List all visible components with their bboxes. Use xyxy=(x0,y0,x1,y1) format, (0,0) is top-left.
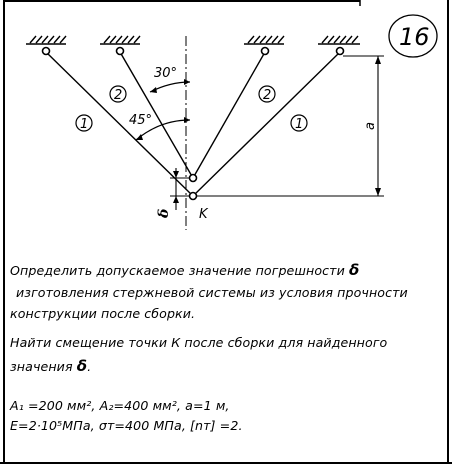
svg-text:16: 16 xyxy=(399,23,430,51)
svg-text:2: 2 xyxy=(263,88,271,103)
delta-symbol-2: δ xyxy=(76,357,88,375)
angle-45-label: 45° xyxy=(129,113,152,128)
support-left-1 xyxy=(26,35,67,45)
problem-number-badge: 16 xyxy=(388,14,438,58)
svg-text:1: 1 xyxy=(80,117,88,132)
bottom-border xyxy=(0,462,452,464)
svg-text:2: 2 xyxy=(114,88,122,103)
rod-1-right xyxy=(192,51,341,197)
support-right-1 xyxy=(318,35,360,45)
svg-text:1: 1 xyxy=(295,117,303,132)
given-data-line-1: A₁ =200 мм², A₂=400 мм², a=1 м, xyxy=(10,398,230,413)
task-1-line-1: Определить допускаемое значение погрешно… xyxy=(10,261,360,279)
task-1-line-3: конструкции после сборки. xyxy=(10,306,196,321)
task-1-line-2: изготовления стержневой системы из услов… xyxy=(16,285,408,300)
rod-2-left-label: 2 xyxy=(109,85,127,103)
dim-a-label: a xyxy=(363,122,378,130)
rod-2-right xyxy=(192,51,266,179)
angle-30-label: 30° xyxy=(154,66,177,81)
task-2-line-2: значения δ. xyxy=(10,357,92,375)
point-k-label: K xyxy=(199,207,209,222)
rod-system-drawing: 30° 45° 2 1 2 1 a K δ 16 xyxy=(3,0,438,230)
rod-1-right-label: 1 xyxy=(290,114,308,132)
rod-2-left xyxy=(119,51,194,179)
sheet-frame xyxy=(3,0,449,464)
delta-label: δ xyxy=(156,209,172,219)
delta-symbol: δ xyxy=(349,261,360,279)
support-left-2 xyxy=(100,35,141,45)
task-2-line-1: Найти смещение точки К после сборки для … xyxy=(10,335,388,350)
rod-1-left xyxy=(45,51,194,197)
given-data-line-2: E=2·10⁵МПа, σт=400 МПа, [nт] =2. xyxy=(10,418,243,433)
support-right-2 xyxy=(244,35,285,45)
rod-2-right-label: 2 xyxy=(258,85,276,103)
rod-1-left-label: 1 xyxy=(75,114,93,132)
